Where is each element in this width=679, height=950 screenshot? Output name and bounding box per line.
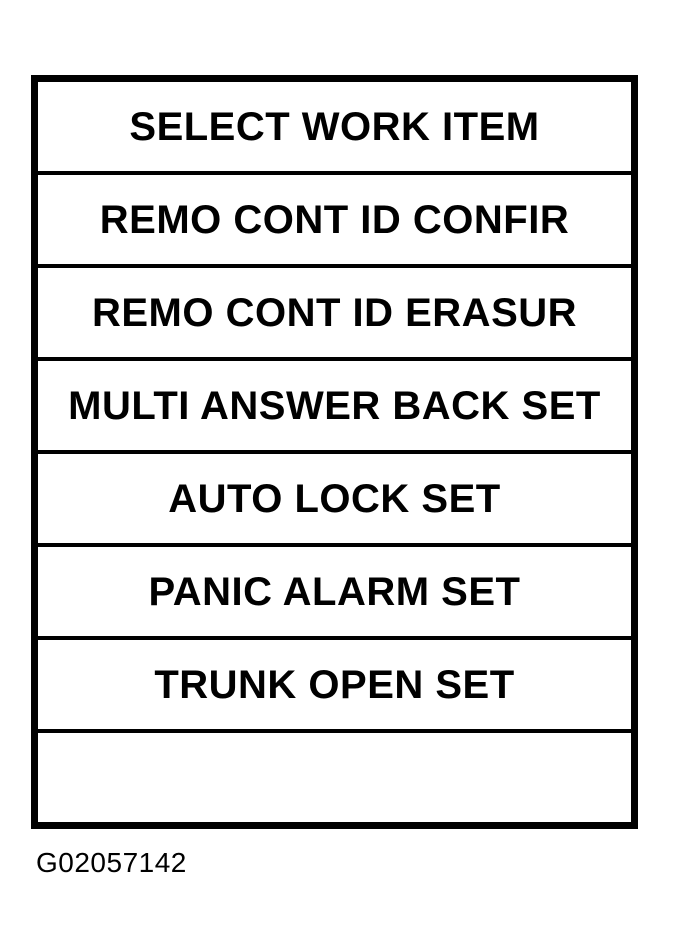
figure-id: G02057142: [36, 847, 187, 878]
menu-item-panic-alarm-set[interactable]: PANIC ALARM SET: [38, 543, 631, 636]
menu-item-label: TRUNK OPEN SET: [154, 662, 515, 707]
menu-item-remo-cont-id-erasur[interactable]: REMO CONT ID ERASUR: [38, 264, 631, 357]
menu-title: SELECT WORK ITEM: [129, 104, 540, 149]
menu-item-auto-lock-set[interactable]: AUTO LOCK SET: [38, 450, 631, 543]
menu-item-remo-cont-id-confir[interactable]: REMO CONT ID CONFIR: [38, 171, 631, 264]
menu-item-label: REMO CONT ID ERASUR: [91, 290, 578, 335]
menu-item-multi-answer-back-set[interactable]: MULTI ANSWER BACK SET: [38, 357, 631, 450]
work-item-menu: SELECT WORK ITEM REMO CONT ID CONFIR REM…: [31, 75, 638, 829]
menu-item-label: AUTO LOCK SET: [168, 476, 501, 521]
menu-item-label: MULTI ANSWER BACK SET: [68, 383, 601, 428]
menu-item-empty: [38, 729, 631, 822]
menu-item-label: PANIC ALARM SET: [148, 569, 521, 614]
menu-item-trunk-open-set[interactable]: TRUNK OPEN SET: [38, 636, 631, 729]
menu-title-row: SELECT WORK ITEM: [38, 82, 631, 171]
menu-item-label: REMO CONT ID CONFIR: [99, 197, 570, 242]
